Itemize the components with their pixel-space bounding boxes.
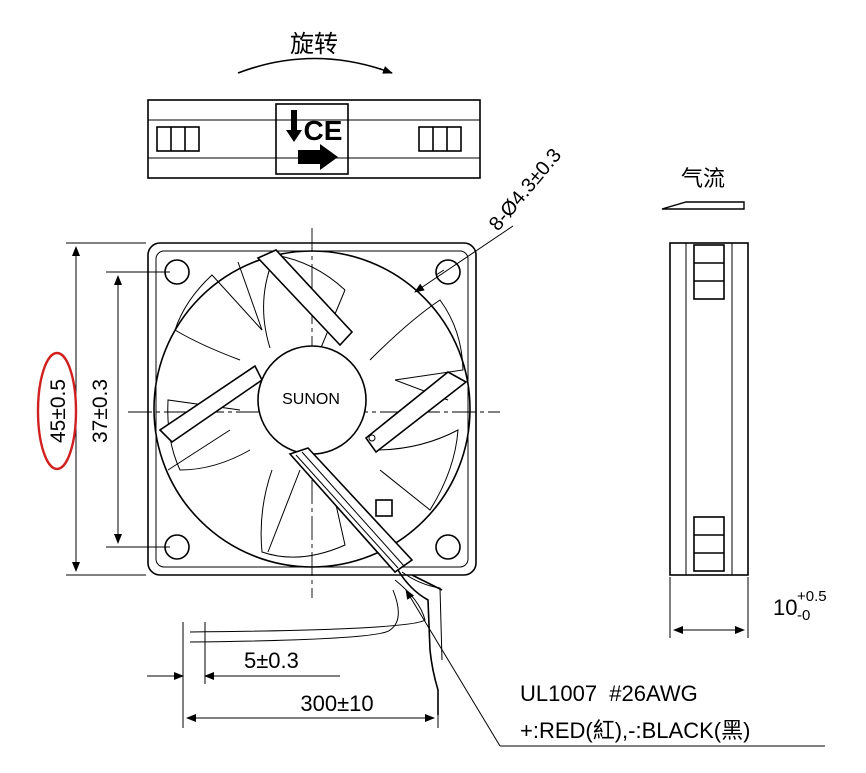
rotation-arrow [237,57,393,74]
hole-leader-line [414,225,514,293]
certification-label: CE [275,103,349,175]
highlight-ellipse [36,351,78,471]
wire-spec-leader [405,589,501,747]
top-view: 旋转 CE [147,31,481,179]
thickness-tol-minus: -0 [797,607,810,624]
height-outer-label: 45±0.5 [47,379,70,443]
mounting-hole [435,259,461,285]
airflow-label: 气流 [681,166,725,191]
top-view-body [147,99,481,179]
fan-spokes [158,249,468,454]
wire-spec-callout: UL1007 #26AWG +:RED(紅),-:BLACK(黑) [405,589,825,747]
wire-spec-line2: +:RED(紅),-:BLACK(黑) [520,718,750,743]
airflow-arrow [661,201,745,210]
front-view: SUNON 8-Ø4.3±0.3 [128,145,566,715]
fan-frame-outer [147,242,477,576]
mounting-hole [435,534,461,560]
fan-blades [167,254,464,558]
wire-spec-line1: UL1007 #26AWG [520,681,698,706]
wire-clip [375,499,393,517]
hole-leader-tick [435,269,445,276]
brand-label: SUNON [282,391,340,408]
side-view-slots-top [693,244,725,300]
hub-screw [368,434,376,442]
thickness-base-label: 10 [773,595,797,620]
height-inner-label: 37±0.3 [89,379,112,443]
ce-mark: CE [304,115,343,146]
lead-dimensions: 5±0.3 300±10 [147,622,439,728]
venturi-ring [153,250,471,568]
top-view-slots-left [156,126,200,152]
side-view-slots-bottom [693,516,725,572]
side-view-body [669,242,749,576]
top-view-slots-right [418,126,462,152]
side-view: 气流 10 +0.5 -0 [661,166,827,638]
thickness-tol-plus: +0.5 [797,588,827,605]
down-arrow-icon [286,110,302,142]
height-dimensions: 45±0.5 37±0.3 [36,242,170,576]
lead-length-label: 300±10 [300,691,373,716]
rotation-label: 旋转 [290,31,338,58]
wire-channel [288,447,414,574]
strip-length-label: 5±0.3 [244,648,299,673]
hole-spec-label: 8-Ø4.3±0.3 [485,145,566,236]
right-arrow-icon [298,144,338,170]
